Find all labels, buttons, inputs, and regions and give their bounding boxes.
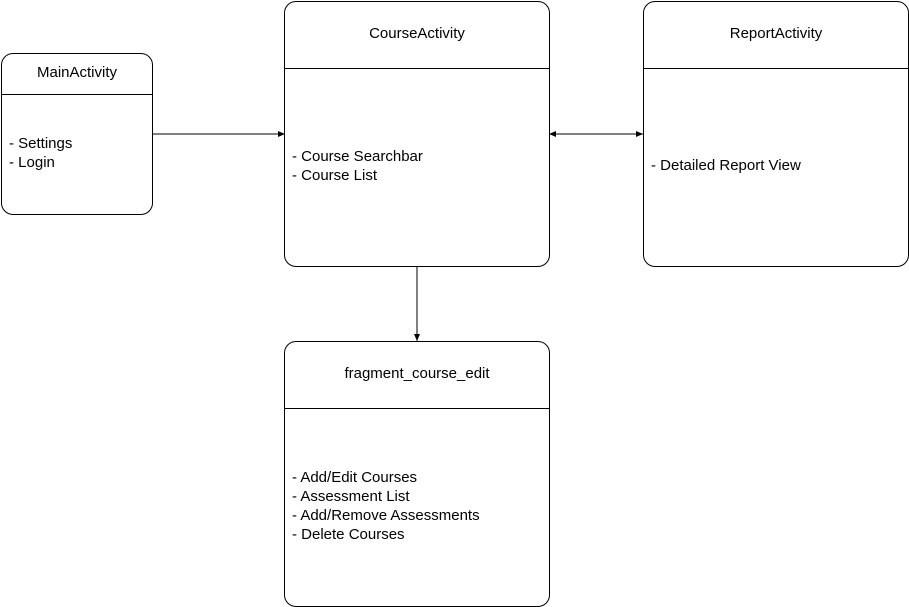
list-item: - Settings xyxy=(9,135,73,152)
fragment-course-edit-node: fragment_course_edit - Add/Edit Courses … xyxy=(284,341,550,607)
node-item-list: - Add/Edit Courses - Assessment List - A… xyxy=(292,468,480,544)
node-title: MainActivity xyxy=(36,64,118,81)
list-item: - Login xyxy=(9,154,55,171)
node-item-list: - Course Searchbar - Course List xyxy=(292,147,423,185)
node-item-list: - Settings - Login xyxy=(9,134,72,172)
main-activity-node: MainActivity - Settings - Login xyxy=(1,53,153,215)
list-item: - Add/Edit Courses xyxy=(292,469,418,486)
node-divider xyxy=(285,408,549,409)
node-title: ReportActivity xyxy=(729,25,823,42)
list-item: - Course Searchbar xyxy=(292,148,423,165)
list-item: - Add/Remove Assessments xyxy=(292,507,480,524)
node-title: CourseActivity xyxy=(369,25,465,42)
node-divider xyxy=(2,94,152,95)
node-divider xyxy=(285,68,549,69)
list-item: - Delete Courses xyxy=(292,526,405,543)
node-title: fragment_course_edit xyxy=(344,365,490,382)
list-item: - Detailed Report View xyxy=(651,157,801,174)
report-activity-node: ReportActivity - Detailed Report View xyxy=(643,1,909,267)
course-activity-node: CourseActivity - Course Searchbar - Cour… xyxy=(284,1,550,267)
list-item: - Assessment List xyxy=(292,488,410,505)
list-item: - Course List xyxy=(292,167,378,184)
node-item-list: - Detailed Report View xyxy=(651,156,801,175)
node-divider xyxy=(644,68,908,69)
